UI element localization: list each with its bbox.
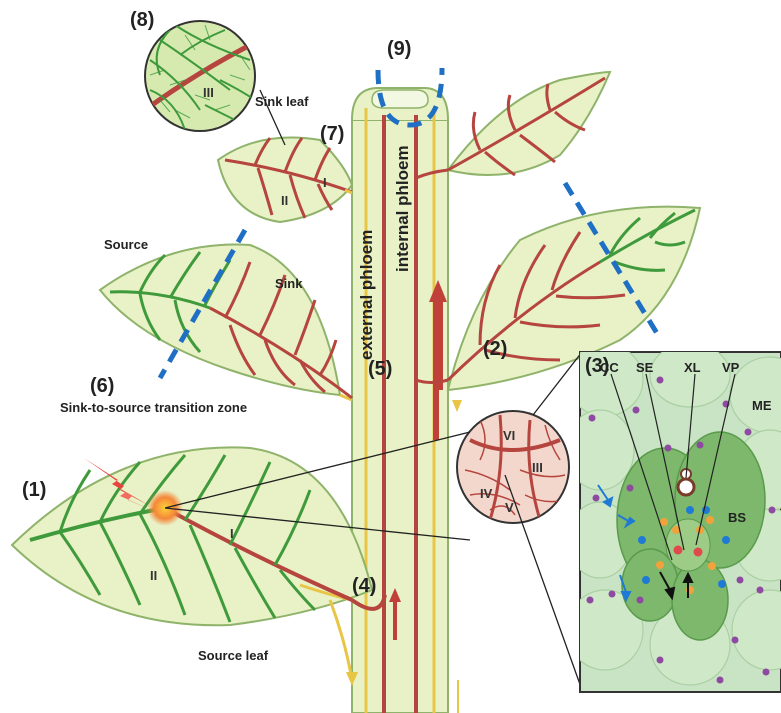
label-external-phloem: external phloem [357, 230, 376, 360]
vein-IV-zoom2: IV [480, 486, 493, 501]
zoom-circle-8 [145, 21, 260, 131]
label-5: (5) [368, 358, 392, 380]
label-6: (6) [90, 375, 114, 397]
vein-I-source: I [230, 526, 234, 541]
inset-label-me: ME [752, 398, 772, 413]
vein-III-zoom2: III [532, 460, 543, 475]
label-8: (8) [130, 9, 154, 31]
label-sink-leaf: Sink leaf [255, 94, 309, 109]
inset-label-se: SE [636, 360, 654, 375]
vein-II-source: II [150, 568, 157, 583]
inset-3-cross-section [566, 343, 781, 692]
label-sink: Sink [275, 276, 303, 291]
sink-leaf [218, 138, 352, 223]
label-internal-phloem: internal phloem [393, 145, 412, 272]
transition-leaf-left [100, 245, 352, 400]
vein-V-zoom2: V [505, 500, 514, 515]
inset-label-bs: BS [728, 510, 746, 525]
inset-label-vp: VP [722, 360, 740, 375]
vein-III-zoom8: III [203, 85, 214, 100]
upper-right-leaf [448, 72, 610, 175]
label-source: Source [104, 237, 148, 252]
downward-arrow-right [452, 400, 462, 412]
label-4: (4) [352, 575, 376, 597]
inset-label-xl: XL [684, 360, 701, 375]
label-7: (7) [320, 123, 344, 145]
label-2: (2) [483, 338, 507, 360]
label-transition-zone: Sink-to-source transition zone [60, 400, 247, 415]
vein-II-sink: II [281, 193, 288, 208]
label-source-leaf: Source leaf [198, 648, 269, 663]
label-1: (1) [22, 479, 46, 501]
inset-label-cc: CC [600, 360, 619, 375]
vein-I-sink: I [323, 175, 327, 190]
label-9: (9) [387, 38, 411, 60]
vein-VI-zoom2: VI [503, 428, 515, 443]
